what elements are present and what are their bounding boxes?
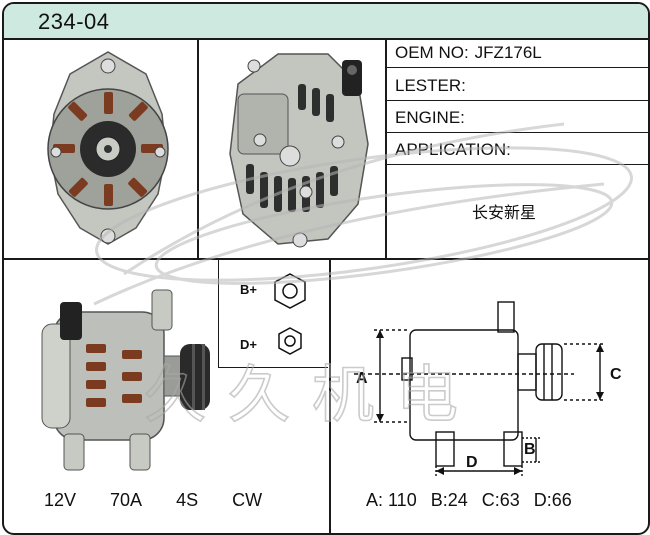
spec-row-engine: ENGINE: — [387, 103, 648, 133]
rating-pulley: 4S — [176, 490, 199, 510]
rating-rotation: CW — [232, 490, 263, 510]
product-code: 234-04 — [38, 9, 110, 34]
spec-value: JFZ176L — [474, 43, 542, 62]
alternator-front-view — [47, 51, 169, 245]
terminal-label-d-plus: D+ — [240, 337, 257, 352]
rating-voltage: 12V — [44, 490, 77, 510]
alternator-side-view — [41, 289, 210, 471]
dim-letter-a: A — [356, 370, 368, 387]
spec-label: APPLICATION: — [395, 140, 511, 159]
spec-label: OEM NO: — [395, 43, 469, 62]
spec-label: ENGINE: — [395, 108, 465, 127]
dimension-drawing — [354, 301, 606, 476]
dim-letter-d: D — [466, 454, 478, 471]
spec-row-oem: OEM NO: JFZ176L — [387, 38, 648, 68]
dim-value-a: A: 110 — [366, 490, 417, 510]
application-name: 长安新星 — [472, 205, 537, 222]
dim-letter-c: C — [610, 366, 622, 383]
terminal-label-b-plus: B+ — [240, 282, 257, 297]
alternator-rear-view — [229, 53, 369, 248]
spec-row-lester: LESTER: — [387, 71, 648, 101]
dim-value-d: D:66 — [533, 490, 572, 510]
dim-letter-b: B — [524, 441, 536, 458]
spec-row-application: APPLICATION: — [387, 135, 648, 165]
divider-v1 — [197, 38, 199, 260]
terminal-nut-icons — [274, 273, 306, 355]
dim-value-b: B:24 — [430, 490, 468, 510]
dimensions-row: A: 110 B:24 C:63 D:66 — [366, 490, 586, 511]
spec-label: LESTER: — [395, 76, 466, 95]
ratings-row: 12V 70A 4S CW — [44, 490, 296, 511]
header-bar: 234-04 — [4, 4, 648, 40]
divider-v3 — [329, 260, 331, 533]
rating-current: 70A — [110, 490, 143, 510]
terminal-box — [218, 260, 328, 368]
dim-value-c: C:63 — [481, 490, 520, 510]
